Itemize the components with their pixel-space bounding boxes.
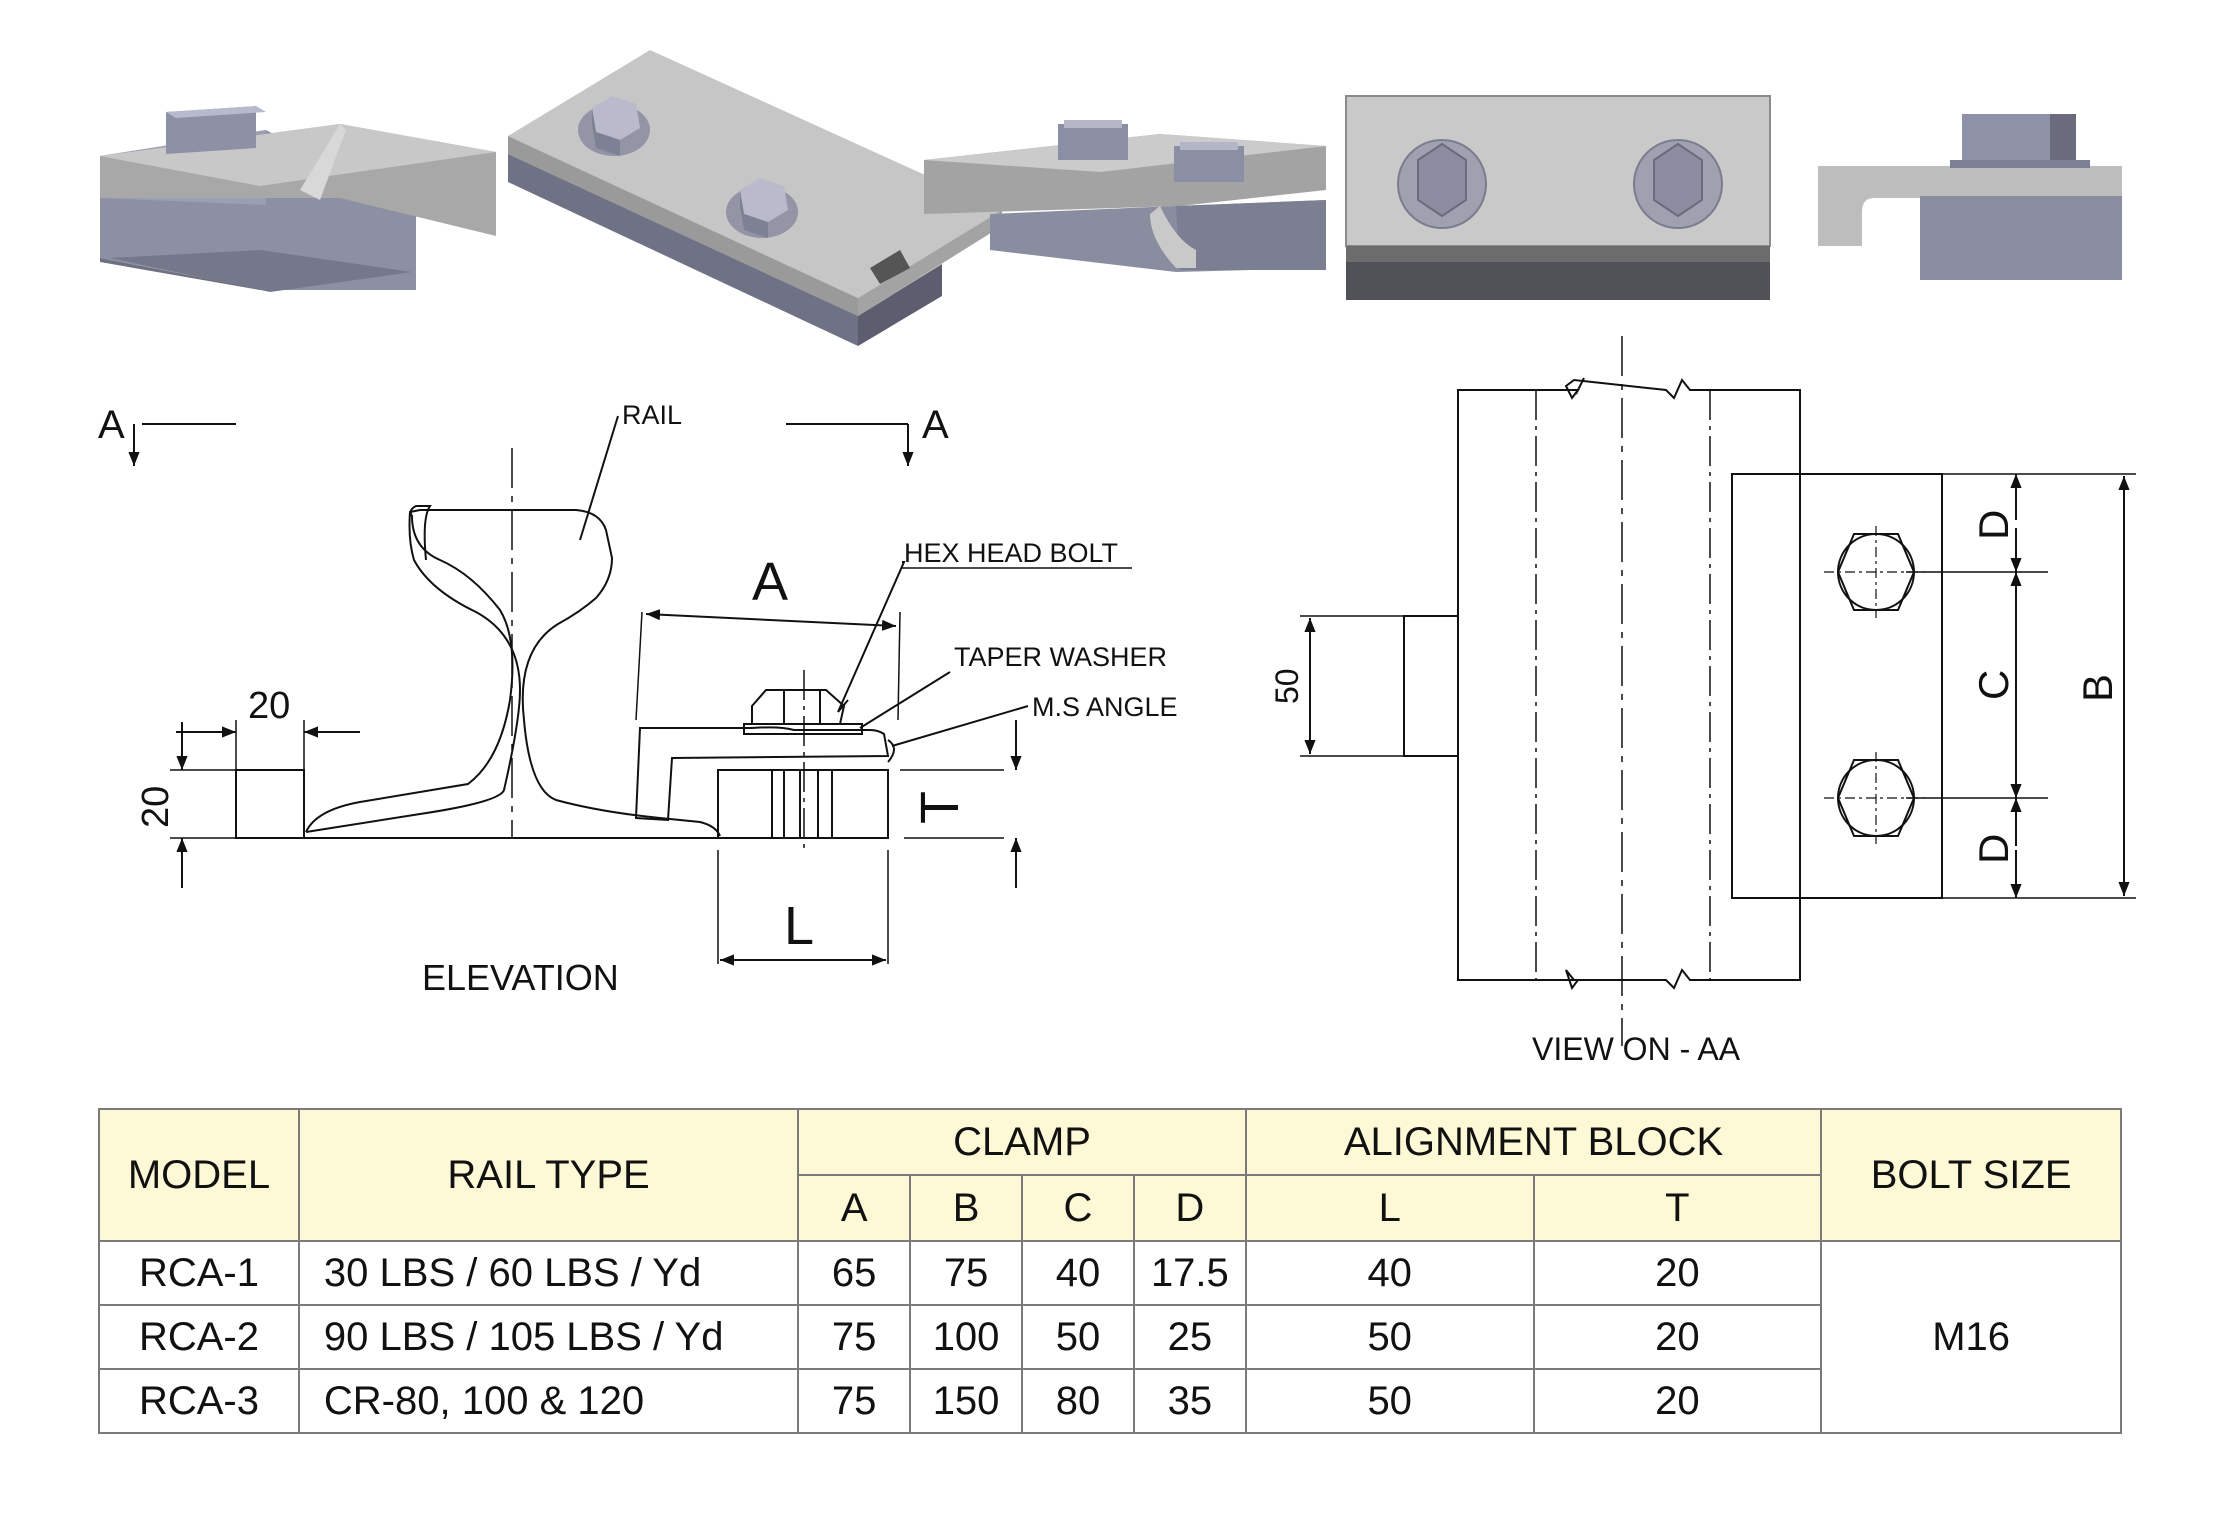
cell-b: 100 — [909, 1304, 1024, 1370]
rail-label: RAIL — [622, 400, 682, 430]
plan-view-drawing — [1300, 336, 2136, 1046]
cell-model: RCA-1 — [98, 1240, 300, 1306]
header-bolt-size: BOLT SIZE — [1820, 1108, 2122, 1242]
hex-bolt-icon — [726, 178, 798, 238]
header-block-l: L — [1244, 1174, 1535, 1242]
cell-bolt-size: M16 — [1820, 1240, 2122, 1434]
dimension-height-label: 20 — [135, 786, 177, 828]
cell-d: 25 — [1132, 1304, 1247, 1370]
dimension-l-label: L — [784, 896, 814, 956]
cell-model: RCA-2 — [98, 1304, 300, 1370]
table-row: RCA-3 CR-80, 100 & 120 75 150 80 35 50 2… — [98, 1368, 2121, 1434]
cell-t: 20 — [1532, 1368, 1823, 1434]
cell-l: 50 — [1244, 1304, 1535, 1370]
cell-rail-type: 90 LBS / 105 LBS / Yd — [297, 1304, 800, 1370]
rail-profile — [305, 509, 721, 837]
header-clamp-d: D — [1132, 1174, 1247, 1242]
dimension-d-bottom-label: D — [1970, 834, 2017, 864]
dimension-50-label: 50 — [1269, 668, 1305, 704]
header-clamp-a: A — [797, 1174, 912, 1242]
header-clamp: CLAMP — [797, 1108, 1247, 1176]
header-alignment-block: ALIGNMENT BLOCK — [1244, 1108, 1823, 1176]
cell-rail-type: 30 LBS / 60 LBS / Yd — [297, 1240, 800, 1306]
dimension-width-label: 20 — [248, 685, 290, 727]
elevation-title: ELEVATION — [422, 957, 619, 998]
header-clamp-b: B — [909, 1174, 1024, 1242]
cell-a: 75 — [797, 1368, 912, 1434]
header-clamp-c: C — [1021, 1174, 1135, 1242]
dimension-a-label: A — [752, 552, 788, 612]
header-block-t: T — [1532, 1174, 1823, 1242]
iso-view-2 — [508, 50, 1002, 346]
specification-table: MODEL RAIL TYPE CLAMP ALIGNMENT BLOCK BO… — [98, 1108, 2122, 1434]
cell-l: 40 — [1244, 1240, 1535, 1306]
hex-bolt-icon — [578, 96, 650, 156]
side-render-view — [1818, 114, 2122, 280]
dimension-c-label: C — [1970, 670, 2017, 700]
cell-d: 17.5 — [1132, 1240, 1247, 1306]
dimension-t-label: T — [910, 791, 970, 824]
cell-t: 20 — [1532, 1240, 1823, 1306]
header-rail-type: RAIL TYPE — [297, 1108, 800, 1242]
table-row: RCA-2 90 LBS / 105 LBS / Yd 75 100 50 25… — [98, 1304, 2121, 1370]
cell-a: 75 — [797, 1304, 912, 1370]
section-mark-right: A — [922, 403, 949, 447]
hex-head-bolt-label: HEX HEAD BOLT — [904, 538, 1118, 568]
cell-model: RCA-3 — [98, 1368, 300, 1434]
taper-washer-label: TAPER WASHER — [954, 642, 1167, 672]
view-aa-title: VIEW ON - AA — [1532, 1031, 1741, 1067]
plan-render-view — [1345, 95, 1771, 300]
iso-view-1 — [100, 106, 496, 292]
cell-b: 75 — [909, 1240, 1024, 1306]
header-model: MODEL — [98, 1108, 300, 1242]
cell-t: 20 — [1532, 1304, 1823, 1370]
table-row: RCA-1 30 LBS / 60 LBS / Yd 65 75 40 17.5… — [98, 1240, 2122, 1434]
cell-c: 40 — [1021, 1240, 1135, 1306]
dimension-d-top-label: D — [1970, 510, 2017, 540]
dimension-b-label: B — [2074, 674, 2121, 702]
cell-b: 150 — [909, 1368, 1024, 1434]
section-mark-left: A — [98, 403, 125, 447]
cell-rail-type: CR-80, 100 & 120 — [297, 1368, 800, 1434]
ms-angle-label: M.S ANGLE — [1032, 692, 1178, 722]
elevation-drawing — [128, 415, 1132, 966]
cell-d: 35 — [1132, 1368, 1247, 1434]
cell-a: 65 — [797, 1240, 912, 1306]
hex-bolt-icon — [1397, 139, 1487, 229]
cell-c: 50 — [1021, 1304, 1135, 1370]
iso-view-3 — [924, 120, 1326, 272]
hex-bolt-icon — [1633, 139, 1723, 229]
cell-l: 50 — [1244, 1368, 1535, 1434]
cell-c: 80 — [1021, 1368, 1135, 1434]
